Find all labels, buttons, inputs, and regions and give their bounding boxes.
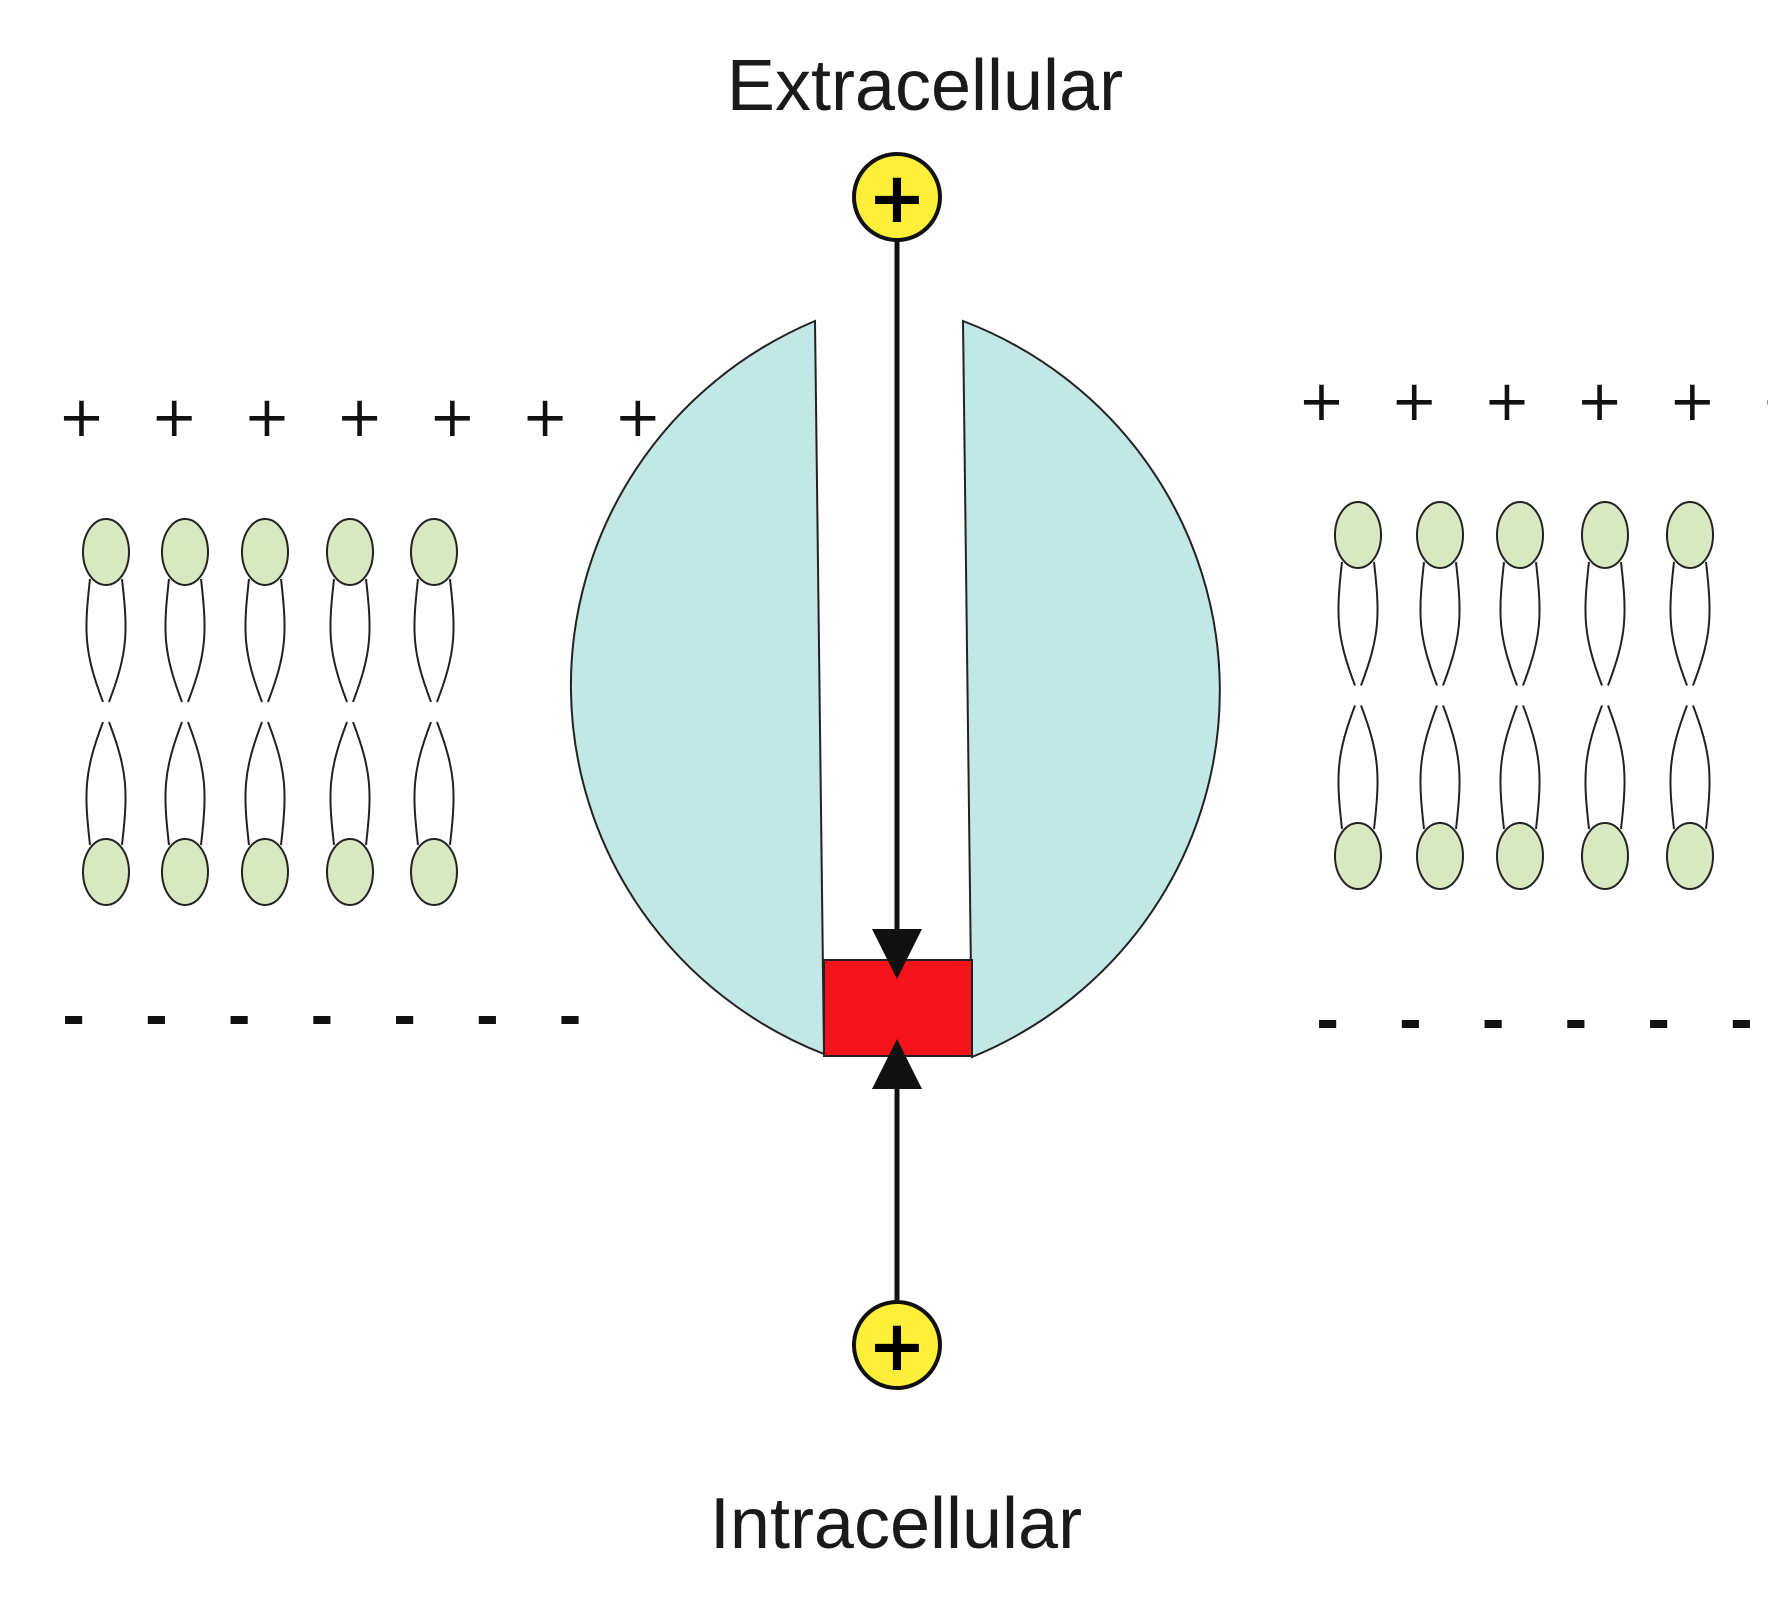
cation-icon — [852, 1300, 942, 1390]
right-negative-charges: - - - - - - - — [1316, 989, 1768, 1054]
intracellular-cation: + — [852, 1300, 942, 1390]
phospholipid — [161, 518, 209, 906]
cation-icon — [852, 152, 942, 242]
lipid-head-outer — [161, 518, 209, 586]
extracellular-label: Extracellular — [727, 46, 1123, 126]
lipid-head-inner — [82, 838, 130, 906]
lipid-tail — [413, 578, 455, 703]
lipid-tail — [164, 721, 206, 846]
channel-gate — [823, 959, 973, 1057]
lipid-tail — [164, 578, 206, 703]
extracellular-cation: + — [852, 152, 942, 242]
lipid-head-outer — [241, 518, 289, 586]
phospholipid — [410, 518, 458, 906]
lipid-head-inner — [241, 838, 289, 906]
lipid-tail — [329, 578, 371, 703]
lipid-head-outer — [1416, 501, 1464, 569]
lipid-tail — [1419, 705, 1461, 830]
lipid-head-outer — [1496, 501, 1544, 569]
lipid-head-inner — [1666, 822, 1714, 890]
intracellular-label: Intracellular — [710, 1484, 1082, 1564]
cation-sign: + — [868, 157, 927, 239]
phospholipid — [1581, 501, 1629, 890]
lipid-head-inner — [410, 838, 458, 906]
lipid-tail — [413, 721, 455, 846]
lipid-head-inner — [1496, 822, 1544, 890]
left-negative-charges: - - - - - - - — [62, 985, 602, 1050]
lipid-tail — [244, 721, 286, 846]
lipid-tail — [1419, 561, 1461, 686]
phospholipid — [1496, 501, 1544, 890]
lipid-head-outer — [82, 518, 130, 586]
lipid-tail — [1669, 561, 1711, 686]
lipid-head-outer — [1581, 501, 1629, 569]
lipid-tail — [1337, 561, 1379, 686]
lipid-head-outer — [1334, 501, 1382, 569]
phospholipid — [326, 518, 374, 906]
right-lipid-bilayer — [1334, 501, 1714, 890]
left-lipid-bilayer — [82, 518, 458, 906]
lipid-tail — [1499, 705, 1541, 830]
lipid-tail — [329, 721, 371, 846]
lipid-head-inner — [1416, 822, 1464, 890]
lipid-tail — [85, 578, 127, 703]
phospholipid — [1334, 501, 1382, 890]
channel-protein-left-half — [569, 319, 826, 1056]
lipid-head-outer — [1666, 501, 1714, 569]
left-positive-charges: + + + + + + + — [58, 385, 675, 450]
lipid-head-inner — [1334, 822, 1382, 890]
right-positive-charges: + + + + + + + — [1298, 369, 1768, 434]
phospholipid — [241, 518, 289, 906]
phospholipid — [1416, 501, 1464, 890]
lipid-head-inner — [1581, 822, 1629, 890]
lipid-tail — [244, 578, 286, 703]
lipid-head-inner — [326, 838, 374, 906]
cation-sign: + — [868, 1305, 927, 1387]
lipid-tail — [1584, 705, 1626, 830]
lipid-tail — [1499, 561, 1541, 686]
lipid-tail — [85, 721, 127, 846]
lipid-tail — [1337, 705, 1379, 830]
phospholipid — [82, 518, 130, 906]
lipid-head-inner — [161, 838, 209, 906]
lipid-head-outer — [326, 518, 374, 586]
lipid-head-outer — [410, 518, 458, 586]
channel-protein-right-half — [961, 319, 1221, 1059]
lipid-tail — [1669, 705, 1711, 830]
phospholipid — [1666, 501, 1714, 890]
lipid-tail — [1584, 561, 1626, 686]
